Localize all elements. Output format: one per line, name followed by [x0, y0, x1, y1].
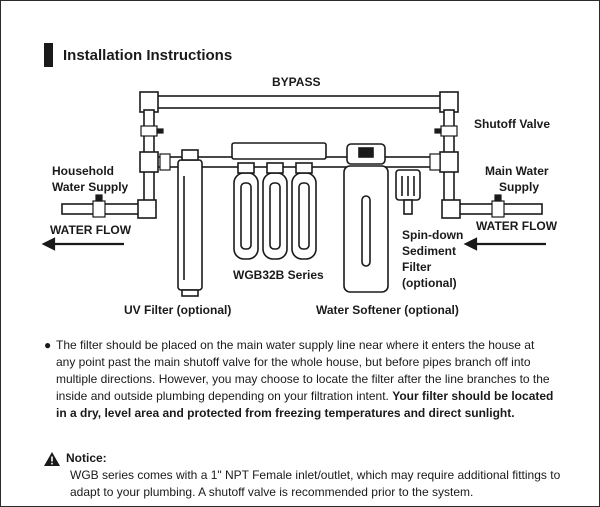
- spin-down-filter-icon: [395, 169, 421, 215]
- notice-header: Notice:: [44, 450, 564, 467]
- water-softener-label: Water Softener (optional): [316, 303, 459, 317]
- household-label-1: Household: [52, 164, 114, 178]
- heading-title: Installation Instructions: [63, 46, 233, 64]
- main-water-label-1: Main Water: [485, 164, 549, 178]
- uv-filter-icon: [177, 149, 203, 297]
- bypass-elbow-right: [439, 91, 459, 113]
- bullet-bold-text: Your filter should be located in a dry, …: [56, 389, 554, 420]
- bypass-pipe: [147, 95, 451, 109]
- bullet-plain-text: The filter should be placed on the main …: [56, 338, 550, 403]
- water-flow-right-label: WATER FLOW: [476, 219, 558, 233]
- water-softener-icon: [343, 143, 389, 293]
- notice-body: WGB series comes with a 1" NPT Female in…: [70, 468, 561, 499]
- spin-down-label-2: Sediment: [402, 244, 456, 258]
- bypass-valve-left-handle: [156, 128, 164, 134]
- warning-icon: [44, 451, 60, 466]
- bypass-valve-left-icon: [140, 125, 158, 137]
- household-valve-handle: [95, 194, 103, 202]
- installation-diagram: BYPASS Shutoff Valve Household Water Sup…: [41, 75, 558, 317]
- spin-down-label-4: (optional): [402, 276, 457, 290]
- supply-valve-handle: [494, 194, 502, 202]
- bullet-text: The filter should be placed on the main …: [56, 337, 554, 422]
- water-flow-left-arrow-icon: [41, 237, 56, 251]
- wgb32b-series-label: WGB32B Series: [233, 268, 324, 282]
- bullet-dot: ●: [44, 338, 52, 352]
- supply-valve-icon: [491, 200, 505, 218]
- tee-left: [139, 151, 159, 173]
- water-flow-left-label: WATER FLOW: [50, 223, 132, 237]
- notice-title: Notice:: [66, 451, 107, 465]
- bypass-elbow-left: [139, 91, 159, 113]
- household-valve-icon: [92, 200, 106, 218]
- notice-block: Notice: WGB series comes with a 1" NPT F…: [44, 450, 564, 501]
- spin-down-label-3: Filter: [402, 260, 432, 274]
- spin-down-label-1: Spin-down: [402, 228, 463, 242]
- main-valve-right-icon: [429, 153, 441, 171]
- main-water-label-2: Supply: [499, 180, 539, 194]
- bypass-label: BYPASS: [272, 75, 320, 89]
- tee-right: [439, 151, 459, 173]
- bypass-valve-right-icon: [440, 125, 458, 137]
- supply-elbow: [441, 199, 461, 219]
- household-elbow: [137, 199, 157, 219]
- bypass-valve-right-handle: [434, 128, 442, 134]
- household-label-2: Water Supply: [52, 180, 129, 194]
- main-valve-left-icon: [159, 153, 171, 171]
- shutoff-valve-label: Shutoff Valve: [474, 117, 550, 131]
- section-heading: Installation Instructions: [44, 42, 232, 68]
- wgb32b-filter-icon: [231, 142, 327, 260]
- heading-bar: [44, 43, 53, 67]
- water-flow-right-arrow-icon: [463, 237, 478, 251]
- uv-filter-label: UV Filter (optional): [124, 303, 231, 317]
